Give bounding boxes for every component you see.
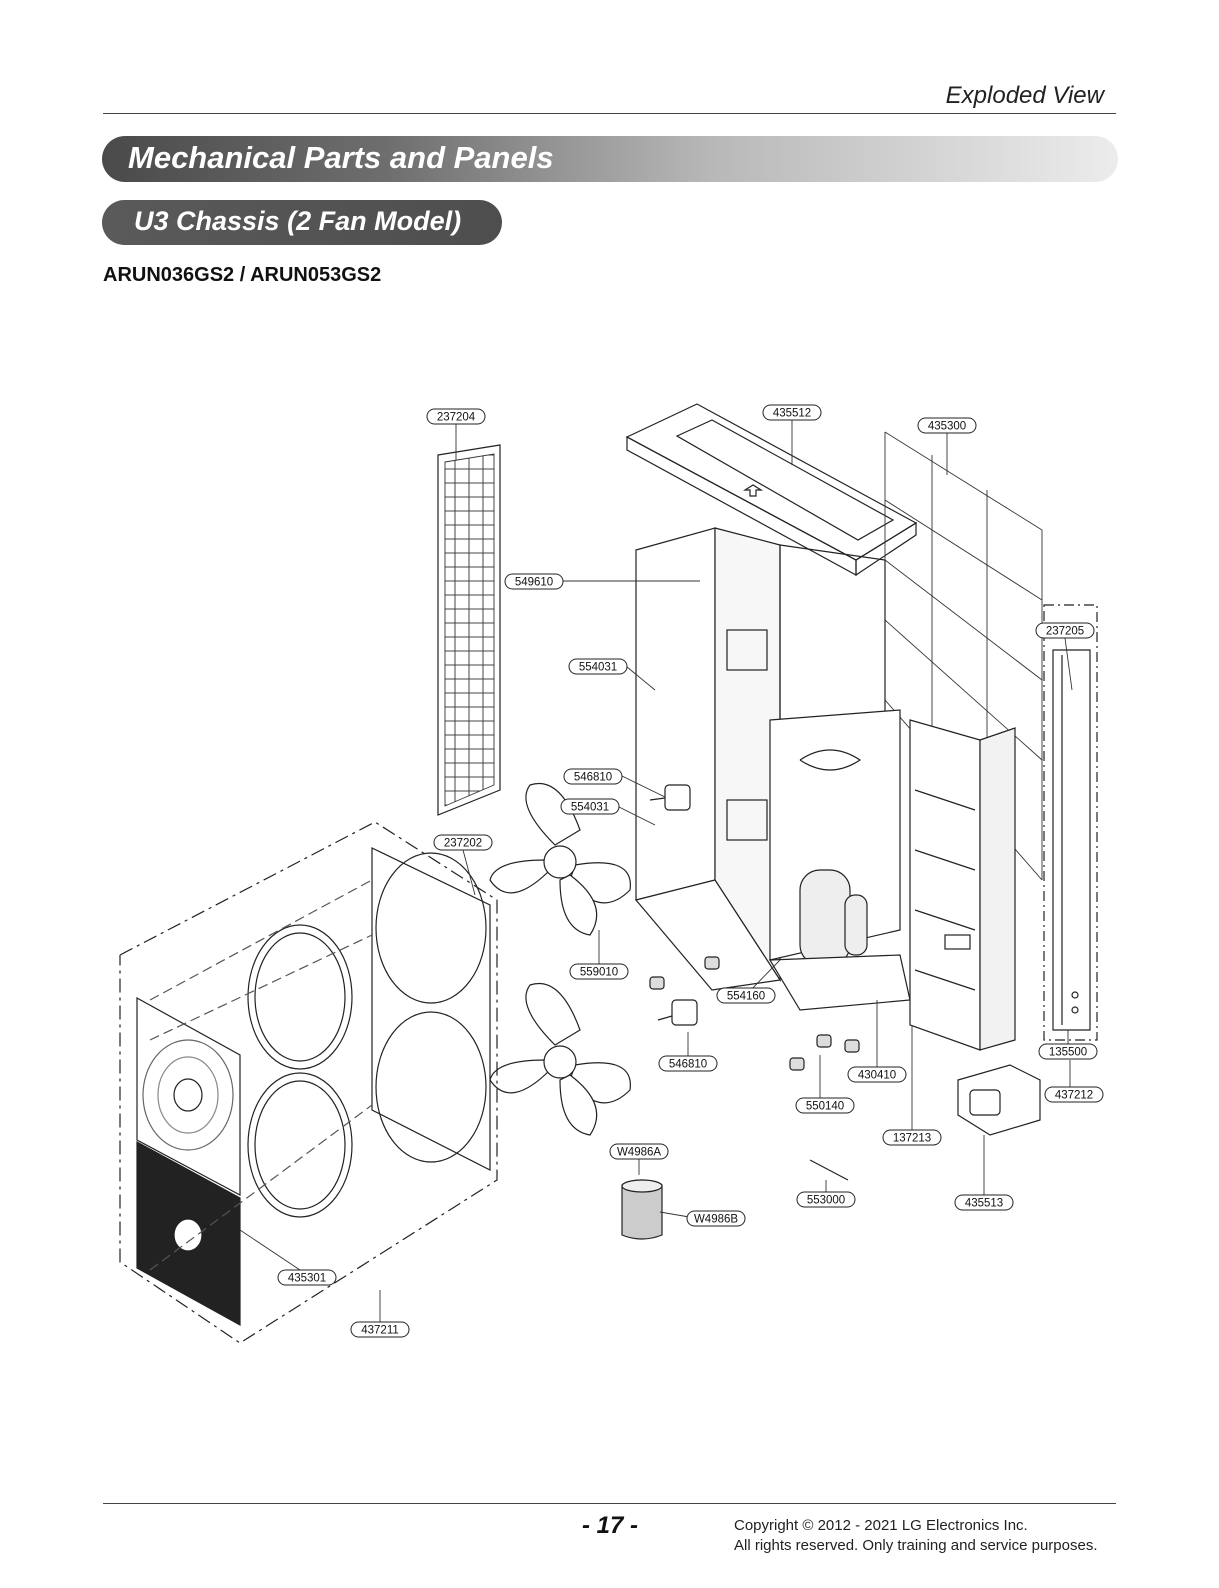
fan-blade-lower-part — [489, 983, 631, 1136]
svg-text:435300: 435300 — [928, 421, 966, 433]
svg-text:435301: 435301 — [288, 1273, 326, 1285]
banner-title: Mechanical Parts and Panels — [128, 140, 554, 175]
svg-text:554031: 554031 — [579, 662, 617, 674]
callout-550140: 550140 — [795, 1097, 855, 1114]
callout-137213: 137213 — [882, 1129, 942, 1146]
page-number: - 17 - — [582, 1512, 639, 1539]
callout-435512: 435512 — [762, 404, 822, 421]
rights-line: All rights reserved. Only training and s… — [734, 1537, 1098, 1554]
svg-text:437212: 437212 — [1055, 1090, 1093, 1102]
footer-rule — [103, 1503, 1116, 1504]
svg-text:137213: 137213 — [893, 1133, 931, 1145]
service-panel-part — [1043, 604, 1098, 1041]
section-banner: Mechanical Parts and Panels — [102, 136, 1118, 182]
bottom-cover-part — [957, 1064, 1041, 1136]
copyright-block: Copyright © 2012 - 2021 LG Electronics I… — [734, 1516, 1098, 1556]
temperature-sensor-part — [809, 1159, 849, 1181]
callout-W4986A: W4986A — [609, 1143, 669, 1160]
header-rule — [103, 113, 1116, 114]
svg-text:W4986A: W4986A — [617, 1147, 661, 1159]
section-label: Exploded View — [945, 82, 1104, 109]
callout-435300: 435300 — [917, 417, 977, 434]
svg-text:554160: 554160 — [727, 991, 765, 1003]
callout-559010: 559010 — [569, 963, 629, 980]
callout-430410: 430410 — [847, 1066, 907, 1083]
svg-text:237205: 237205 — [1046, 626, 1084, 638]
svg-text:237202: 237202 — [444, 838, 482, 850]
callout-435301: 435301 — [277, 1269, 337, 1286]
svg-text:435512: 435512 — [773, 408, 811, 420]
callout-549610: 549610 — [504, 573, 564, 590]
chassis-frame-part — [634, 527, 911, 1011]
callout-437212: 437212 — [1044, 1086, 1104, 1103]
copyright-line: Copyright © 2012 - 2021 LG Electronics I… — [734, 1517, 1028, 1534]
callout-554031-lower: 554031 — [560, 798, 620, 815]
svg-text:559010: 559010 — [580, 967, 618, 979]
fan-motor-lower-part — [657, 999, 698, 1026]
fan-blade-upper-part — [489, 783, 631, 936]
callout-554160: 554160 — [716, 987, 776, 1004]
top-cover-part — [625, 403, 918, 577]
callout-435513: 435513 — [954, 1194, 1014, 1211]
callout-135500: 135500 — [1038, 1043, 1098, 1060]
model-numbers: ARUN036GS2 / ARUN053GS2 — [103, 264, 382, 286]
svg-text:550140: 550140 — [806, 1101, 844, 1113]
callout-554031-upper: 554031 — [568, 658, 628, 675]
svg-text:135500: 135500 — [1049, 1047, 1087, 1059]
callout-546810-upper: 546810 — [563, 768, 623, 785]
accessory-bag-part — [621, 1179, 663, 1240]
callout-553000: 553000 — [796, 1191, 856, 1208]
chassis-title: U3 Chassis (2 Fan Model) — [134, 206, 462, 236]
callout-237205: 237205 — [1035, 622, 1095, 639]
grommet-parts — [649, 956, 860, 1071]
front-panel-assembly — [119, 821, 498, 1344]
callout-546810-lower: 546810 — [658, 1055, 718, 1072]
svg-text:554031: 554031 — [571, 802, 609, 814]
svg-text:546810: 546810 — [669, 1059, 707, 1071]
svg-text:430410: 430410 — [858, 1070, 896, 1082]
svg-text:W4986B: W4986B — [694, 1214, 738, 1226]
svg-text:546810: 546810 — [574, 772, 612, 784]
callout-W4986B: W4986B — [686, 1210, 746, 1227]
fan-motor-upper-part — [649, 784, 691, 811]
side-grille-part — [437, 444, 501, 816]
svg-text:237204: 237204 — [437, 412, 476, 424]
callout-437211: 437211 — [350, 1321, 410, 1338]
callout-237204: 237204 — [426, 408, 486, 425]
chassis-pill: U3 Chassis (2 Fan Model) — [102, 200, 502, 245]
callout-237202: 237202 — [433, 834, 493, 851]
svg-text:549610: 549610 — [515, 577, 553, 589]
svg-text:553000: 553000 — [807, 1195, 845, 1207]
svg-text:435513: 435513 — [965, 1198, 1003, 1210]
svg-text:437211: 437211 — [361, 1325, 399, 1337]
right-panel-part — [909, 719, 1016, 1051]
